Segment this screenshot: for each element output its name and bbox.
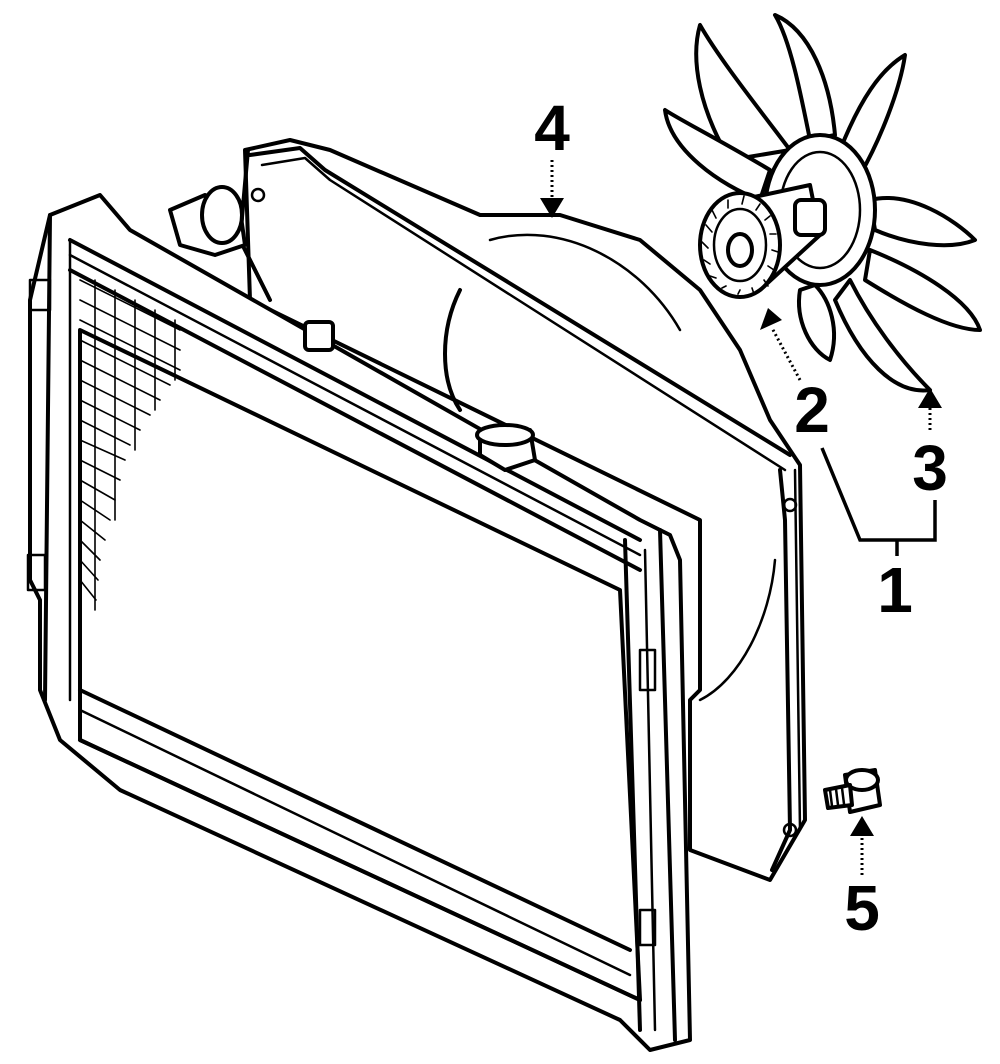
callout-2: 2 <box>760 308 830 446</box>
radiator <box>26 185 692 1052</box>
callout-label-4: 4 <box>534 92 570 164</box>
upper-hose-outlet <box>168 185 247 257</box>
fan-shroud <box>238 138 807 882</box>
callout-4: 4 <box>534 92 570 218</box>
callout-label-1: 1 <box>877 554 913 626</box>
callout-5: 5 <box>844 816 880 944</box>
cooling-fan-assembly <box>663 13 982 393</box>
fan-clutch <box>698 183 827 299</box>
callout-1: 1 <box>820 447 937 626</box>
fan-blades <box>663 13 982 393</box>
callout-label-5: 5 <box>844 872 880 944</box>
callout-3: 3 <box>912 388 948 504</box>
radiator-core-fins <box>79 279 181 611</box>
shroud-bolt <box>823 768 882 814</box>
callout-label-3: 3 <box>912 432 948 504</box>
radiator-cap <box>475 423 537 472</box>
callout-label-2: 2 <box>794 374 830 446</box>
